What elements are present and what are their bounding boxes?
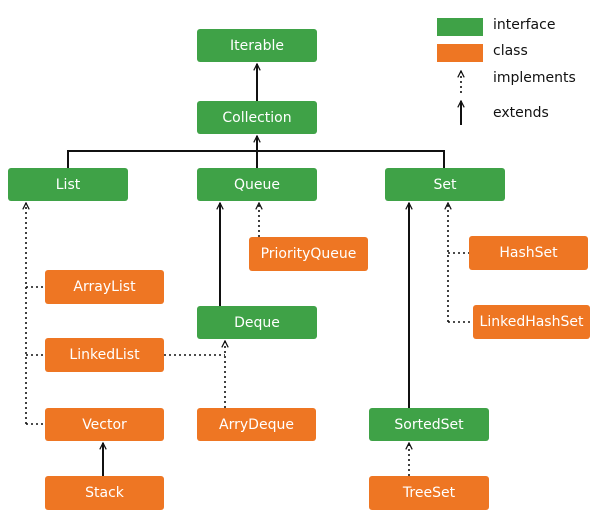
node-deque: Deque — [197, 306, 317, 339]
node-arrydeque: ArryDeque — [197, 408, 316, 441]
legend-interface-swatch — [437, 18, 483, 36]
node-arraylist: ArrayList — [45, 270, 164, 304]
node-collection: Collection — [197, 101, 317, 134]
node-sortedset: SortedSet — [369, 408, 489, 441]
legend-extends-label: extends — [493, 105, 549, 121]
node-treeset: TreeSet — [369, 476, 489, 510]
legend-class-label: class — [493, 43, 528, 59]
node-list: List — [8, 168, 128, 201]
legend-implements-label: implements — [493, 70, 576, 86]
node-set: Set — [385, 168, 505, 201]
extends-bracket-to-collection — [67, 150, 445, 168]
node-linkedlist: LinkedList — [45, 338, 164, 372]
node-queue: Queue — [197, 168, 317, 201]
node-iterable: Iterable — [197, 29, 317, 62]
node-stack: Stack — [45, 476, 164, 510]
node-priorityqueue: PriorityQueue — [249, 237, 368, 271]
node-hashset: HashSet — [469, 236, 588, 270]
legend-interface-label: interface — [493, 17, 556, 33]
node-vector: Vector — [45, 408, 164, 441]
node-linkedhashset: LinkedHashSet — [473, 305, 590, 339]
legend-class-swatch — [437, 44, 483, 62]
